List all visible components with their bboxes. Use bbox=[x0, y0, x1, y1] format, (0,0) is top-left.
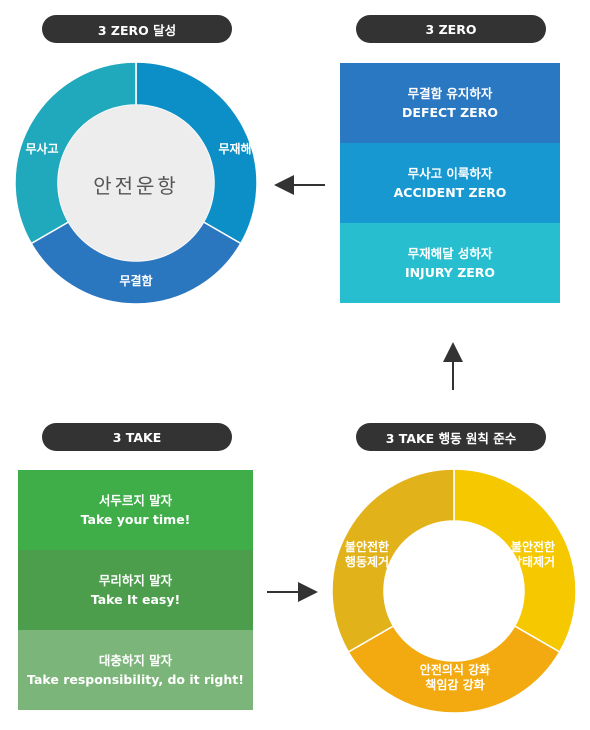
take-item-en: Take It easy! bbox=[90, 592, 181, 607]
zero-item-en: ACCIDENT ZERO bbox=[393, 185, 507, 200]
take-segment-label-behavior: 불안전한 행동제거 bbox=[344, 540, 390, 569]
take-donut-ring bbox=[331, 468, 577, 714]
zero-item-en: INJURY ZERO bbox=[404, 265, 496, 280]
zero-list-title: 3 ZERO bbox=[356, 15, 546, 43]
take-donut-segment-0 bbox=[453, 468, 577, 654]
take-segment-label-awareness: 안전의식 강화 책임감 강화 bbox=[419, 663, 491, 692]
take-item-en: Take your time! bbox=[80, 512, 191, 527]
zero-segment-label-accident: 무사고 bbox=[25, 142, 59, 156]
take-segment-label-condition: 불안전한 상태제거 bbox=[510, 540, 556, 569]
take-item-responsibility: 대충하지 말자 Take responsibility, do it right… bbox=[18, 630, 253, 710]
zero-item-ko: 무재해달 성하자 bbox=[407, 246, 493, 261]
zero-donut-center bbox=[58, 105, 214, 261]
take-item-en: Take responsibility, do it right! bbox=[27, 672, 244, 687]
take-item-easy: 무리하지 말자 Take It easy! bbox=[18, 550, 253, 630]
take-donut-segment-2 bbox=[331, 468, 455, 654]
take-donut-title: 3 TAKE 행동 원칙 준수 bbox=[356, 423, 546, 451]
zero-donut-center-label: 안전운항 bbox=[93, 174, 179, 198]
take-item-time: 서두르지 말자 Take your time! bbox=[18, 470, 253, 550]
zero-donut-title: 3 ZERO 달성 bbox=[42, 15, 232, 43]
zero-item-ko: 무결함 유지하자 bbox=[407, 86, 493, 101]
zero-segment-label-injury: 무재해 bbox=[218, 142, 252, 156]
take-donut-segment-1 bbox=[347, 624, 561, 714]
take-item-ko: 서두르지 말자 bbox=[98, 493, 173, 508]
zero-item-defect: 무결함 유지하자 DEFECT ZERO bbox=[340, 63, 560, 143]
zero-item-injury: 무재해달 성하자 INJURY ZERO bbox=[340, 223, 560, 303]
take-list-title: 3 TAKE bbox=[42, 423, 232, 451]
zero-donut-ring bbox=[14, 61, 258, 305]
take-item-ko: 대충하지 말자 bbox=[98, 653, 173, 668]
zero-item-accident: 무사고 이룩하자 ACCIDENT ZERO bbox=[340, 143, 560, 223]
take-item-ko: 무리하지 말자 bbox=[98, 573, 173, 588]
zero-item-ko: 무사고 이룩하자 bbox=[407, 166, 493, 181]
zero-segment-label-defect: 무결함 bbox=[119, 274, 153, 288]
zero-item-en: DEFECT ZERO bbox=[402, 105, 498, 120]
